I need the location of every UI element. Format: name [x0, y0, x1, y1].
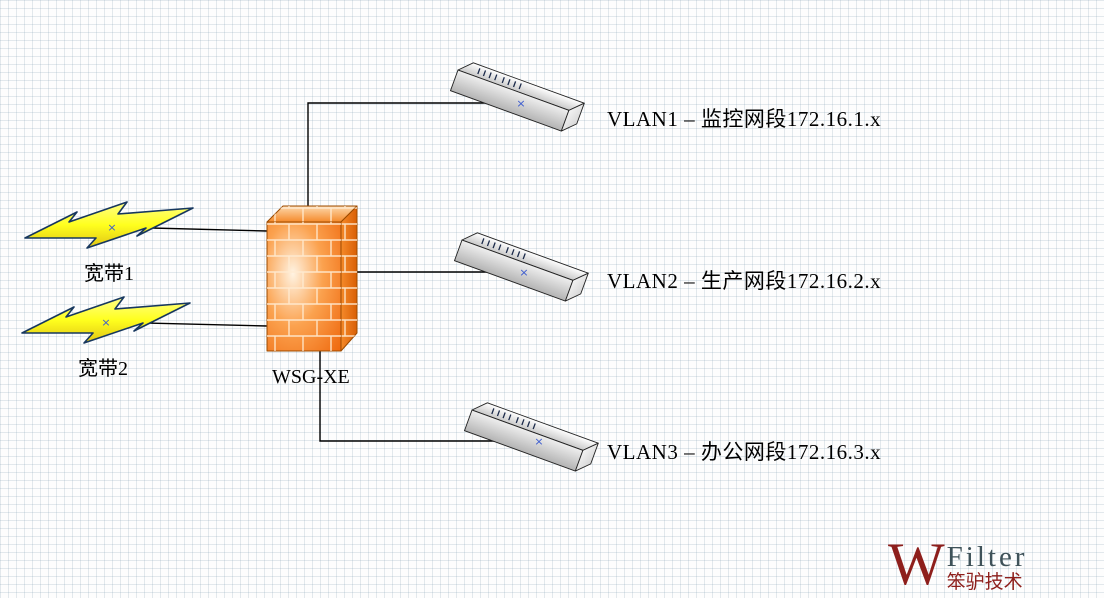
- switch1-icon: [450, 62, 585, 132]
- vlan3-label: VLAN3 – 办公网段172.16.3.x: [607, 440, 882, 464]
- firewall-label: WSG-XE: [272, 366, 350, 388]
- switch-ports-icon: [481, 238, 526, 260]
- logo-subtitle: 笨驴技术: [946, 572, 1023, 593]
- logo-w-icon: W: [888, 531, 945, 597]
- link-firewall-switch1: [307, 102, 521, 206]
- logo-name: Filter: [946, 541, 1028, 573]
- switch-ports-icon: [491, 408, 536, 430]
- connection-point-markers: × × × × ×: [101, 97, 543, 448]
- vlan2-label: VLAN2 – 生产网段172.16.2.x: [607, 269, 882, 293]
- broadband1-label: 宽带1: [84, 263, 134, 285]
- firewall-shape: [266, 205, 358, 352]
- switch-ports-icon: [477, 68, 522, 90]
- connection-point-icon: ×: [107, 221, 116, 234]
- link-firewall-switch3: [319, 351, 539, 442]
- broadband2-bolt-icon: [21, 296, 191, 344]
- broadband1-bolt-icon: [24, 201, 194, 249]
- broadband2-label: 宽带2: [78, 358, 128, 380]
- switch3-icon: [464, 402, 599, 472]
- switch2-icon: [454, 232, 589, 302]
- vendor-logo: W Filter 笨驴技术: [888, 531, 1028, 597]
- connection-point-icon: ×: [516, 97, 525, 110]
- vlan1-label: VLAN1 – 监控网段172.16.1.x: [607, 107, 882, 131]
- connection-point-icon: ×: [101, 316, 110, 329]
- connection-point-icon: ×: [534, 435, 543, 448]
- connection-point-icon: ×: [519, 266, 528, 279]
